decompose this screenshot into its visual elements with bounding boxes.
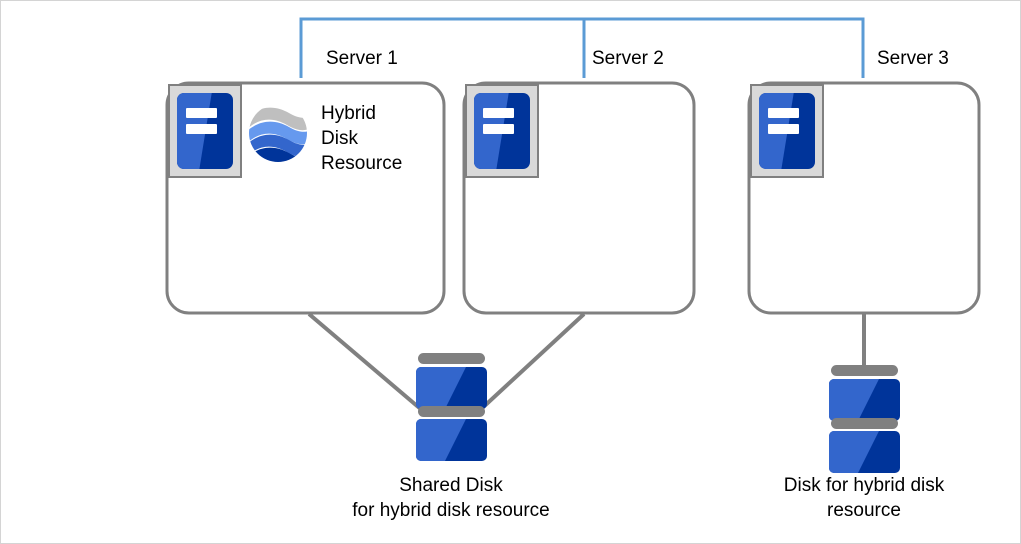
server-icon-bar-1: [767, 108, 800, 119]
server-icon-bar-2: [185, 124, 218, 135]
server-3-icon: [750, 84, 824, 178]
server-icon-bar-2: [482, 124, 515, 135]
shared-disk-connectors: [307, 312, 586, 413]
hybrid-disk-resource-line-2: Disk: [321, 128, 358, 149]
server-group-bracket: [299, 17, 865, 78]
server-1-icon: [168, 84, 242, 178]
server-icon-body: [759, 93, 815, 169]
server-1-label: Server 1: [326, 48, 398, 69]
hybrid-disk-caption: Disk for hybrid disk resource: [739, 473, 989, 523]
server-icon-bar-1: [185, 108, 218, 119]
server-icon-bar-1: [482, 108, 515, 119]
shared-disk-icon: [416, 353, 487, 461]
hybrid-disk-icon: [829, 365, 900, 473]
hybrid-disk-resource-line-3: Resource: [321, 153, 403, 174]
shared-disk-caption-line-2: for hybrid disk resource: [352, 500, 550, 521]
server-icon-body: [177, 93, 233, 169]
server-3-label: Server 3: [877, 48, 949, 69]
hybrid-disk-caption-line-1: Disk for hybrid disk: [783, 475, 945, 496]
server-icon-bar-2: [767, 124, 800, 135]
shared-disk-caption: Shared Disk for hybrid disk resource: [301, 473, 601, 523]
server-2-label: Server 2: [592, 48, 664, 69]
server-2-icon: [465, 84, 539, 178]
hybrid-disk-resource-line-1: Hybrid: [321, 103, 376, 124]
server-icon-body: [474, 93, 530, 169]
hybrid-disk-resource-logo: [249, 104, 307, 162]
hybrid-disk-caption-line-2: resource: [827, 500, 901, 521]
shared-disk-caption-line-1: Shared Disk: [399, 475, 503, 496]
hybrid-disk-resource-label: Hybrid Disk Resource: [321, 101, 402, 176]
